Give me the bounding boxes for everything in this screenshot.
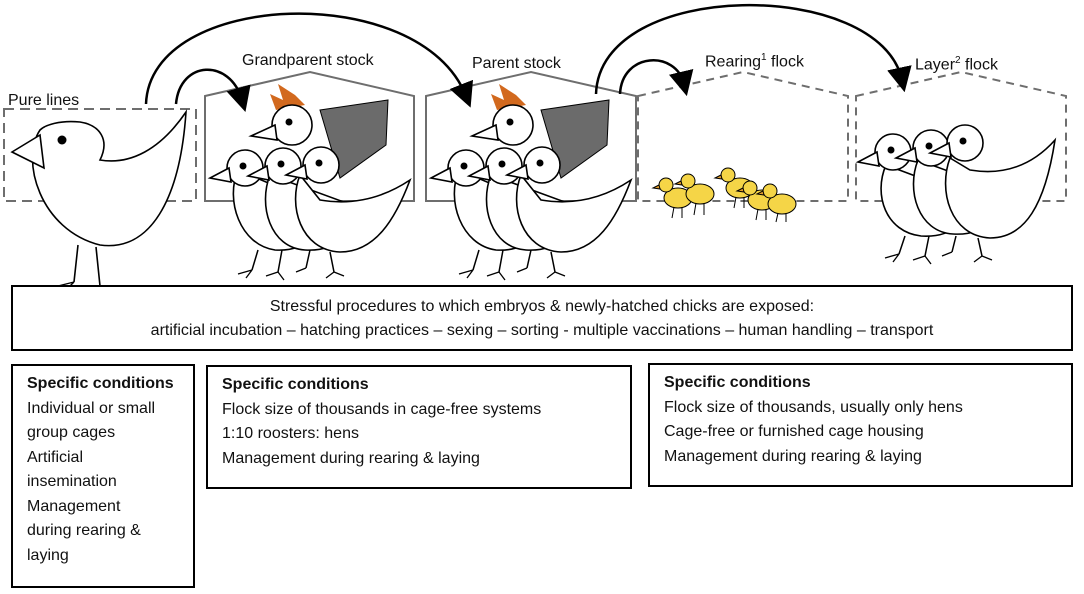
condition-line: Individual or small xyxy=(27,399,156,417)
condition-line: 1:10 roosters: hens xyxy=(222,425,359,442)
pure-line-hen xyxy=(10,109,187,293)
procedures-intro: Stressful procedures to which embryos & … xyxy=(269,298,815,315)
condition-line: insemination xyxy=(27,473,117,490)
conditions-rearing-layer: Specific conditions Flock size of thousa… xyxy=(648,363,1073,487)
layer-hens xyxy=(855,124,1057,265)
conditions-title: Specific conditions xyxy=(664,374,811,391)
conditions-pure-lines: Specific conditions Individual or small … xyxy=(11,364,195,588)
conditions-grandparent-parent: Specific conditions Flock size of thousa… xyxy=(206,365,632,489)
rearing-chicks xyxy=(651,167,797,215)
condition-line: Management during rearing & laying xyxy=(664,447,922,465)
rearing-house xyxy=(637,70,849,202)
stage-label-rearing: Rearing1 flock xyxy=(705,52,804,71)
stage-label-pure-lines: Pure lines xyxy=(8,92,80,109)
pure-lines-enclosure xyxy=(3,108,197,202)
stage-label-parent: Parent stock xyxy=(472,55,561,72)
stressful-procedures-box: Stressful procedures to which embryos & … xyxy=(11,285,1073,351)
condition-line: Artificial xyxy=(27,448,84,466)
conditions-title: Specific conditions xyxy=(27,375,174,392)
grandparent-house xyxy=(204,70,415,202)
condition-line: Management during rearing & laying xyxy=(222,449,480,467)
arrow-pure-to-parent xyxy=(144,12,473,108)
stage-label-layer: Layer2 flock xyxy=(915,55,998,74)
grandparent-birds xyxy=(207,84,412,281)
condition-line: group cages xyxy=(27,424,116,441)
condition-line: Flock size of thousands, usually only he… xyxy=(664,398,963,416)
parent-birds xyxy=(428,84,633,281)
layer-house xyxy=(855,70,1067,202)
arrow-pure-to-grandparent xyxy=(174,68,251,113)
condition-line: Cage-free or furnished cage housing xyxy=(664,423,924,440)
condition-line: Management xyxy=(27,497,121,515)
arrow-parent-to-rearing xyxy=(618,59,694,97)
stage-label-grandparent: Grandparent stock xyxy=(242,52,374,69)
arrow-parent-to-layer xyxy=(594,3,912,95)
condition-line: during rearing & xyxy=(27,522,141,539)
condition-line: laying xyxy=(27,546,69,564)
procedures-list: artificial incubation – hatching practic… xyxy=(150,322,934,339)
conditions-title: Specific conditions xyxy=(222,376,369,393)
condition-line: Flock size of thousands in cage-free sys… xyxy=(222,400,542,418)
parent-house xyxy=(425,70,637,202)
